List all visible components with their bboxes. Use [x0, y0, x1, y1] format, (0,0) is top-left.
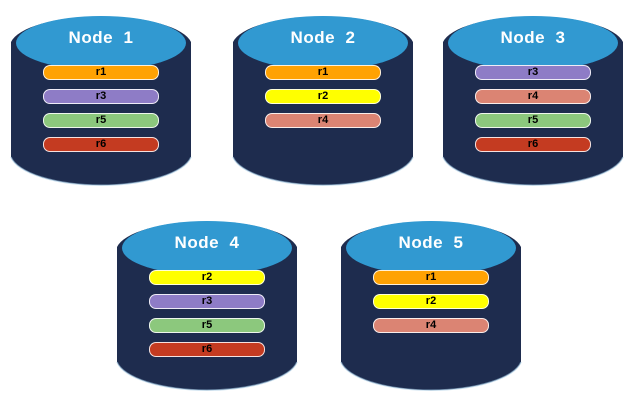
replica-list: r3 r4 r5 r6 — [475, 65, 591, 152]
cylinder-bottom-edge — [232, 156, 414, 186]
replica-bar-r4: r4 — [373, 318, 489, 333]
replica-bar-r2: r2 — [373, 294, 489, 309]
database-node-3: Node 3 r3 r4 r5 r6 — [441, 7, 625, 195]
cylinder-bottom-edge — [442, 156, 624, 186]
cylinder-top — [122, 221, 292, 275]
node-label: Node 4 — [174, 233, 240, 252]
replica-bar-r1: r1 — [43, 65, 159, 80]
replica-bar-r3: r3 — [475, 65, 591, 80]
node-label: Node 5 — [398, 233, 464, 252]
cylinder-top — [346, 221, 516, 275]
database-node-1: Node 1 r1 r3 r5 r6 — [9, 7, 193, 195]
node-label: Node 1 — [68, 28, 134, 47]
replica-bar-r5: r5 — [149, 318, 265, 333]
replica-bar-r2: r2 — [265, 89, 381, 104]
replica-list: r1 r2 r4 — [373, 270, 489, 333]
replica-bar-r2: r2 — [149, 270, 265, 285]
replica-bar-r3: r3 — [43, 89, 159, 104]
replica-list: r2 r3 r5 r6 — [149, 270, 265, 357]
cylinder-top — [16, 16, 186, 70]
replica-list: r1 r3 r5 r6 — [43, 65, 159, 152]
replica-bar-r6: r6 — [149, 342, 265, 357]
replica-bar-r5: r5 — [43, 113, 159, 128]
replica-bar-r6: r6 — [43, 137, 159, 152]
replica-list: r1 r2 r4 — [265, 65, 381, 128]
database-node-4: Node 4 r2 r3 r5 r6 — [115, 212, 299, 400]
database-node-2: Node 2 r1 r2 r4 — [231, 7, 415, 195]
replica-bar-r5: r5 — [475, 113, 591, 128]
cylinder-bottom-edge — [340, 361, 522, 391]
replica-bar-r3: r3 — [149, 294, 265, 309]
replica-bar-r1: r1 — [265, 65, 381, 80]
cylinder-bottom-edge — [10, 156, 192, 186]
replica-bar-r4: r4 — [475, 89, 591, 104]
cylinder-bottom-edge — [116, 361, 298, 391]
replica-bar-r6: r6 — [475, 137, 591, 152]
replica-bar-r4: r4 — [265, 113, 381, 128]
cylinder-top — [448, 16, 618, 70]
replica-bar-r1: r1 — [373, 270, 489, 285]
node-label: Node 2 — [290, 28, 356, 47]
node-label: Node 3 — [500, 28, 566, 47]
cylinder-top — [238, 16, 408, 70]
database-node-5: Node 5 r1 r2 r4 — [339, 212, 523, 400]
